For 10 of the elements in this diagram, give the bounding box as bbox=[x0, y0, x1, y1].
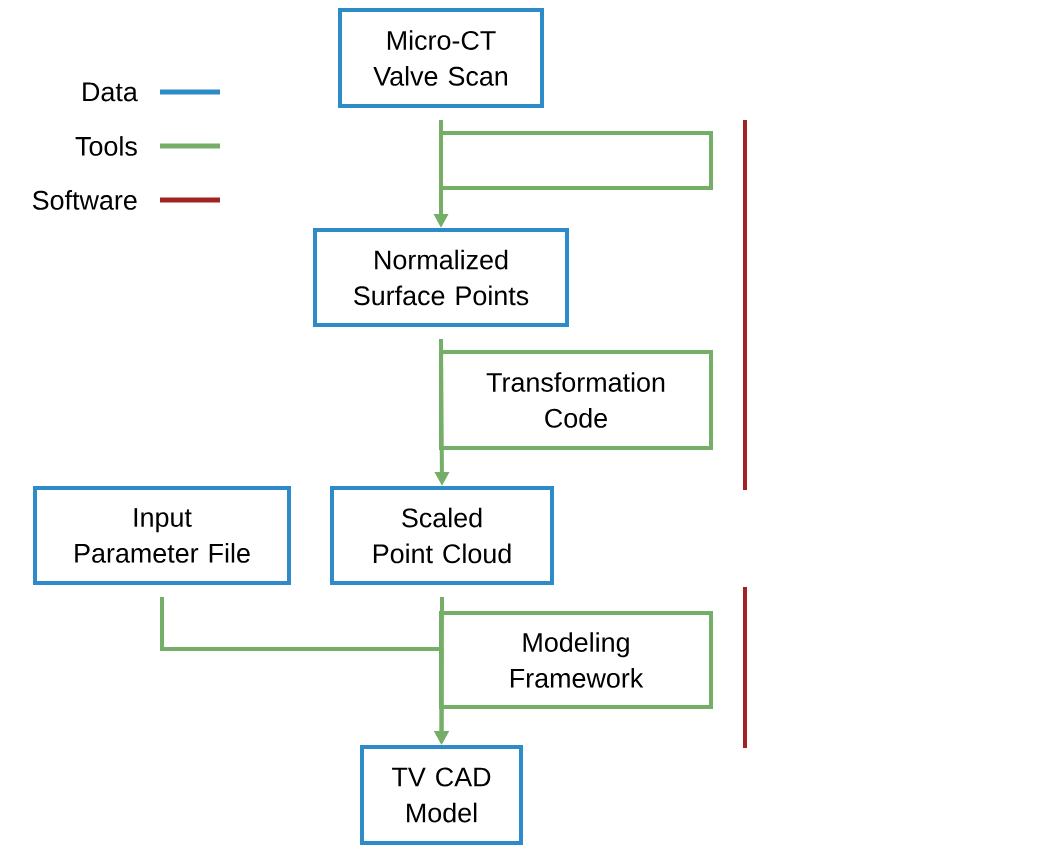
legend-label: Data bbox=[83, 82, 138, 102]
data-box: TV CAD Model bbox=[360, 745, 523, 845]
tool-box: Transformation Code bbox=[439, 350, 713, 450]
tool-box: Modeling Framework bbox=[439, 611, 713, 709]
data-box: Micro-CT Valve Scan bbox=[338, 8, 544, 108]
legend-label: Tools bbox=[75, 136, 137, 156]
legend-label: Software bbox=[32, 190, 137, 210]
data-box: Scaled Point Cloud bbox=[330, 486, 554, 585]
data-box: Input Parameter File bbox=[33, 486, 291, 585]
data-box: Normalized Surface Points bbox=[313, 228, 569, 327]
